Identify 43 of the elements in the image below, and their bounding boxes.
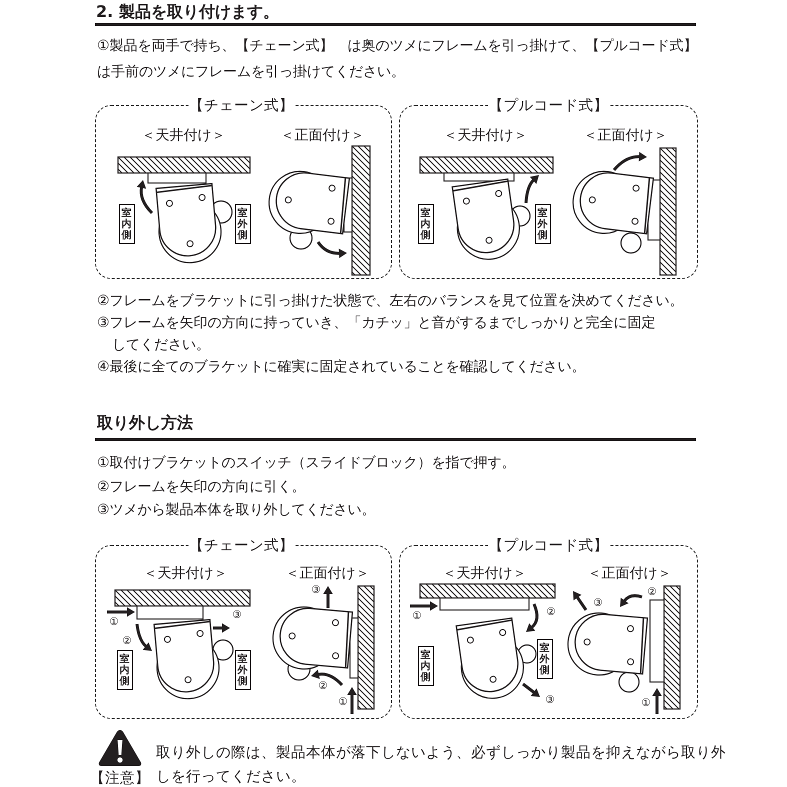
- label-box: 室内側: [118, 204, 134, 244]
- instruction-text: ④最後に全てのブラケットに確実に固定されていることを確認してください。: [97, 358, 586, 377]
- panel-title: 【チェーン式】: [188, 96, 295, 115]
- instruction-text: ①取付けブラケットのスイッチ（スライドブロック）を指で押す。: [97, 454, 516, 473]
- instruction-text: ①製品を両手で持ち、【チェーン式】 は奥のツメにフレームを引っ掛けて、【プルコード式】は手前のツメにフレームを引っ掛けてください。: [97, 37, 699, 82]
- mount-heading: ＜天井付け＞: [142, 126, 226, 144]
- callout-number: ①: [109, 617, 119, 629]
- panel-title: 【プルコード式】: [488, 96, 610, 115]
- page-heading: 2. 製品を取り付けます。: [96, 2, 279, 21]
- panel-title: 【チェーン式】: [188, 536, 295, 555]
- callout-number: ②: [546, 607, 556, 619]
- callout-number: ③: [311, 585, 321, 597]
- instruction-text: 取り外しの際は、製品本体が落下しないよう、必ずしっかり製品を抑えながら取り外しを行ってください。: [156, 744, 727, 787]
- panel-title: 【プルコード式】: [488, 536, 610, 555]
- label-box: 室内側: [418, 646, 434, 686]
- instruction-text: ③フレームを矢印の方向に持っていき、「カチッ」と音がするまでしっかりと完全に固定してください。: [97, 314, 657, 355]
- caution-label: 【注意】: [90, 770, 150, 787]
- mount-heading: ＜天井付け＞: [144, 564, 228, 582]
- callout-number: ②: [318, 681, 328, 693]
- mount-heading: ＜正面付け＞: [588, 564, 672, 582]
- section-heading: 取り外し方法: [97, 413, 193, 433]
- label-box: 室内側: [418, 204, 434, 244]
- label-box: 室外側: [234, 650, 250, 690]
- label-box: 室内側: [116, 650, 132, 690]
- mount-heading: ＜正面付け＞: [280, 126, 364, 144]
- mount-heading: ＜天井付け＞: [442, 564, 526, 582]
- callout-number: ②: [122, 636, 132, 648]
- mount-heading: ＜天井付け＞: [444, 126, 528, 144]
- callout-number: ③: [545, 695, 555, 707]
- callout-number: ②: [647, 587, 657, 599]
- mount-heading: ＜正面付け＞: [286, 564, 370, 582]
- mount-heading: ＜正面付け＞: [584, 126, 668, 144]
- label-box: 室外側: [234, 204, 250, 244]
- callout-number: ①: [412, 611, 422, 623]
- instruction-text: ③ツメから製品本体を取り外してください。: [97, 501, 376, 520]
- instruction-text: ②フレームを矢印の方向に引く。: [97, 478, 306, 497]
- callout-number: ③: [232, 610, 242, 622]
- callout-number: ①: [338, 697, 348, 709]
- label-box: 室外側: [536, 638, 552, 678]
- callout-number: ①: [641, 698, 651, 710]
- callout-number: ③: [593, 598, 603, 610]
- instruction-text: ②フレームをブラケットに引っ掛けた状態で、左右のバランスを見て位置を決めてください。: [97, 292, 684, 311]
- label-box: 室外側: [534, 204, 550, 244]
